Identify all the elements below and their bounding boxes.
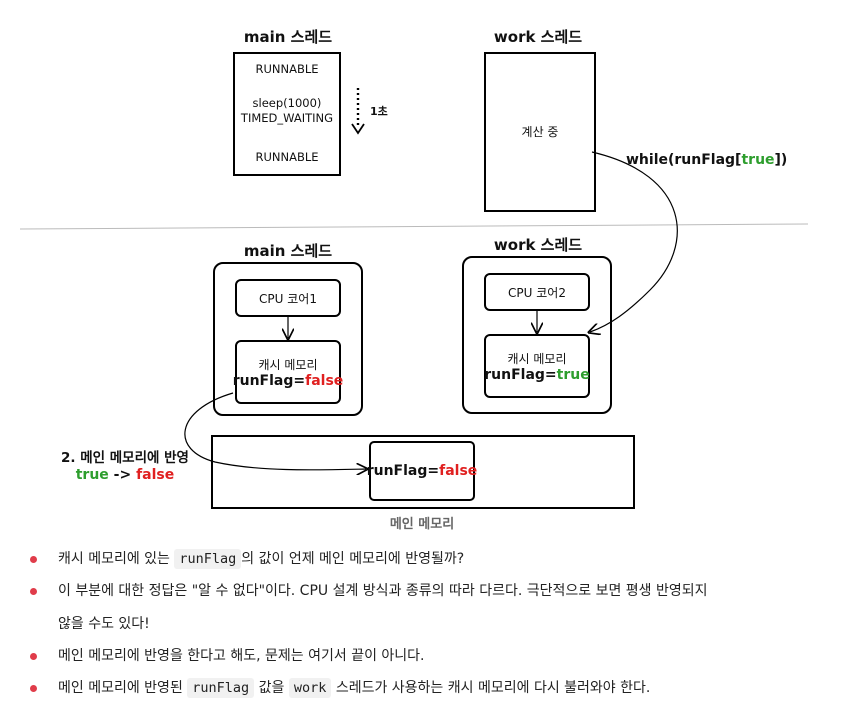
step-from: true xyxy=(75,467,109,483)
bullet-dot xyxy=(30,685,37,692)
state-label: sleep(1000) TIMED_WAITING xyxy=(240,96,334,125)
step-to: false xyxy=(136,467,175,483)
work-cache-flag: runFlag=true xyxy=(484,367,589,383)
list-item: 메인 메모리에 반영된 runFlag 값을 work 스레드가 사용하는 캐시… xyxy=(28,673,828,703)
flag-name: runFlag= xyxy=(232,372,306,389)
bottom-work-thread-title: work 스레드 xyxy=(493,236,583,254)
main-memory-flag-box: runFlag=false xyxy=(367,441,478,501)
work-cpu-core-label: CPU 코어2 xyxy=(508,285,566,300)
bullet-text: 메인 메모리에 반영된 xyxy=(58,680,188,696)
state-runnable-2: RUNNABLE xyxy=(233,140,341,176)
while-loop-label: while(runFlag[true]) xyxy=(626,152,787,168)
while-suffix: ]) xyxy=(774,152,788,168)
flag-value: false xyxy=(305,372,344,389)
work-cache-label: 캐시 메모리 xyxy=(507,351,567,366)
flag-value: false xyxy=(439,463,478,479)
inline-code: runFlag xyxy=(174,549,242,569)
memory-flag: runFlag=false xyxy=(367,463,478,479)
flag-name: runFlag= xyxy=(484,366,557,383)
inline-code: runFlag xyxy=(187,678,255,698)
state-label: RUNNABLE xyxy=(255,61,319,76)
step-change: true -> false xyxy=(50,467,200,483)
bullet-text: 스레드가 사용하는 캐시 메모리에 다시 불러와야 한다. xyxy=(331,680,651,696)
bullet-text: 않을 수도 있다! xyxy=(58,616,150,632)
step-label: 2. 메인 메모리에 반영 xyxy=(61,450,189,466)
bullet-dot xyxy=(30,556,37,563)
main-memory-label: 메인 메모리 xyxy=(389,517,455,532)
bullet-text: 캐시 메모리에 있는 xyxy=(58,551,175,567)
main-cache-memory: 캐시 메모리 runFlag=false xyxy=(233,340,344,404)
top-work-thread-title: work 스레드 xyxy=(493,28,583,46)
sleep-arrowhead xyxy=(351,123,365,135)
state-label: RUNNABLE xyxy=(255,149,319,164)
main-cache-label: 캐시 메모리 xyxy=(258,357,318,372)
list-item: 메인 메모리에 반영을 한다고 해도, 문제는 여기서 끝이 아니다. xyxy=(28,641,828,671)
work-cache-memory: 캐시 메모리 runFlag=true xyxy=(484,334,590,398)
flag-name: runFlag= xyxy=(366,463,440,479)
bullet-text: 값을 xyxy=(254,680,289,696)
bullet-dot xyxy=(30,653,37,660)
work-thread-box: 계산 중 xyxy=(484,52,596,212)
section-divider xyxy=(19,223,809,230)
work-cpu-core: CPU 코어2 xyxy=(484,273,590,311)
bullet-text: 의 값이 언제 메인 메모리에 반영될까? xyxy=(241,551,465,567)
main-cpu-core-label: CPU 코어1 xyxy=(259,291,317,306)
while-value: true xyxy=(741,152,775,168)
bottom-main-thread-title: main 스레드 xyxy=(243,242,333,260)
work-box-text: 계산 중 xyxy=(521,124,559,139)
bullet-text: 메인 메모리에 반영을 한다고 해도, 문제는 여기서 끝이 아니다. xyxy=(58,648,425,664)
bullet-text: 이 부분에 대한 정답은 "알 수 없다"이다. CPU 설계 방식과 종류의 … xyxy=(58,583,708,599)
step-arrow: -> xyxy=(108,467,137,483)
main-cpu-core: CPU 코어1 xyxy=(235,279,341,317)
top-main-thread-title: main 스레드 xyxy=(243,28,333,46)
flag-value: true xyxy=(556,366,590,383)
main-cache-flag: runFlag=false xyxy=(233,373,344,389)
sleep-duration-label: 1초 xyxy=(370,105,388,118)
list-item: 이 부분에 대한 정답은 "알 수 없다"이다. CPU 설계 방식과 종류의 … xyxy=(28,576,828,639)
state-runnable-1: RUNNABLE xyxy=(233,52,341,86)
state-timed-waiting: sleep(1000) TIMED_WAITING xyxy=(233,82,341,142)
bullet-dot xyxy=(30,588,37,595)
while-prefix: while(runFlag[ xyxy=(626,152,742,168)
inline-code: work xyxy=(288,678,332,698)
